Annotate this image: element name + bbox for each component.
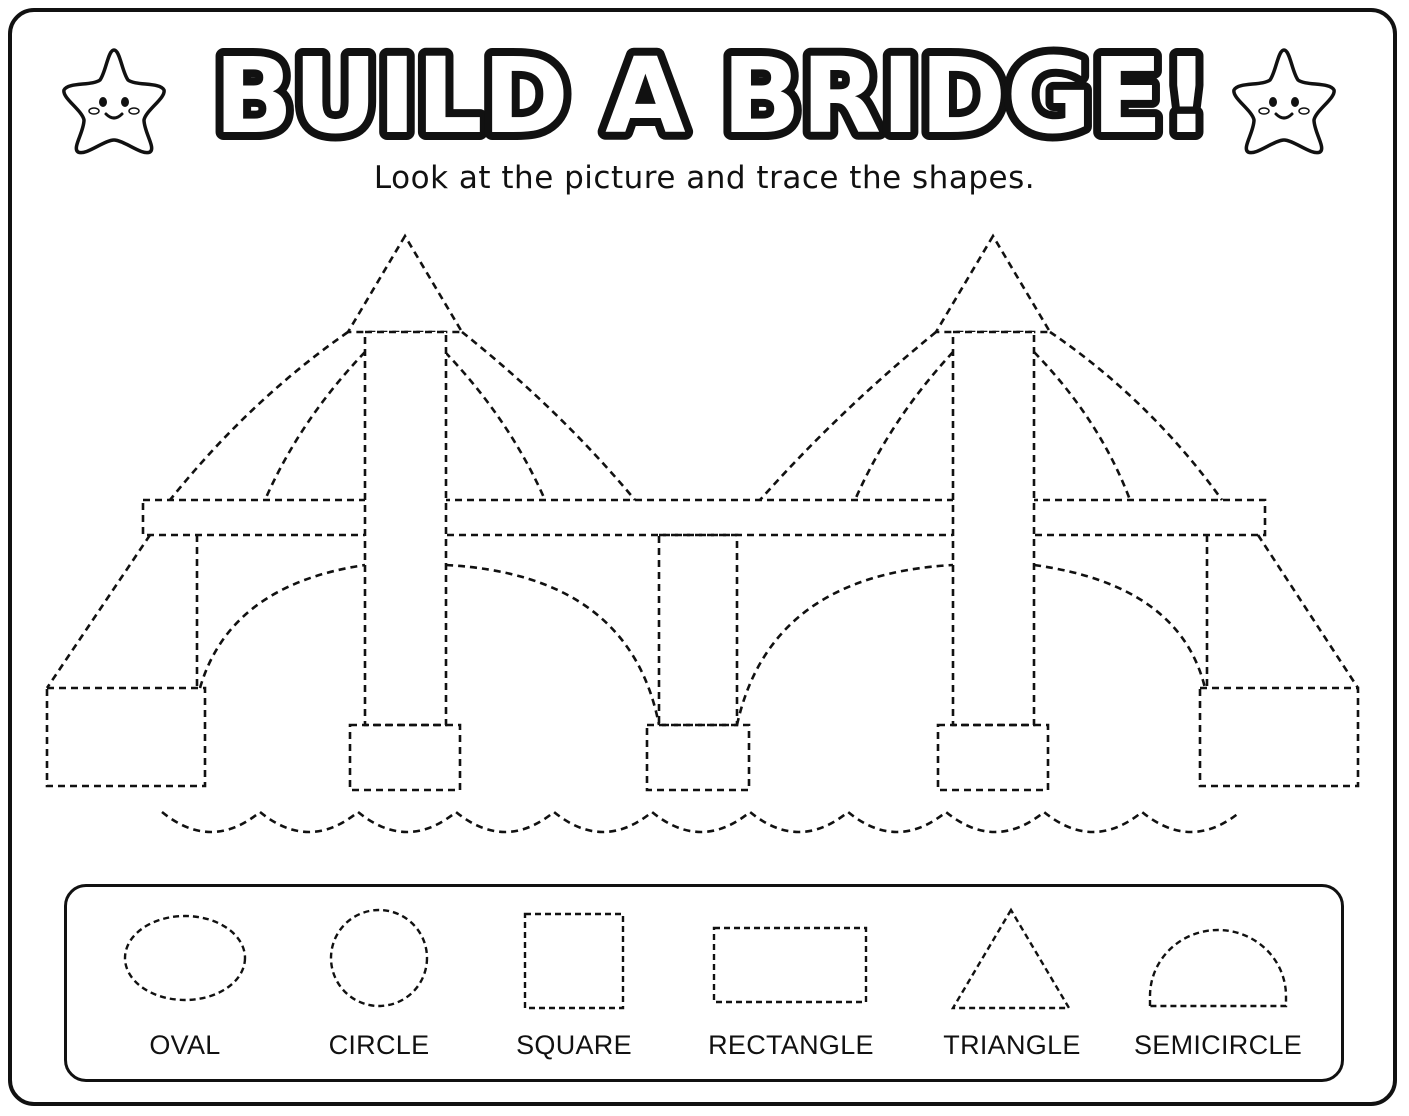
shape-label-semicircle: SEMICIRCLE [1133, 1030, 1303, 1060]
left-right-cable-inner [444, 351, 547, 501]
square-icon [523, 912, 625, 1010]
instructions-text: Look at the picture and trace the shapes… [373, 160, 1036, 196]
shape-label-rectangle: RECTANGLE [708, 1030, 874, 1060]
middle-pillar-base-square [645, 723, 751, 792]
circle-icon [329, 908, 429, 1008]
oval-icon [123, 914, 247, 1002]
title-fill: BUILD A BRIDGE! [214, 35, 1210, 157]
left-ramp-diagonal [45, 534, 152, 689]
bridge-deck-rectangle [141, 498, 1267, 537]
smiling-star-icon [1232, 48, 1336, 155]
right-tower-rectangle [951, 330, 1036, 727]
shape-label-triangle: TRIANGLE [943, 1030, 1081, 1060]
shape-legend [64, 884, 1344, 1082]
arch-left-center [445, 563, 661, 726]
left-tower-rectangle [363, 330, 448, 727]
right-ramp-diagonal [1256, 534, 1360, 689]
shape-label-oval: OVAL [149, 1030, 221, 1060]
arch-right [1033, 563, 1207, 689]
right-inner-cable [1033, 351, 1132, 501]
right-outer-cable [1049, 330, 1224, 501]
worksheet-frame [8, 8, 1397, 1106]
left-tower-base-square [348, 723, 462, 792]
shape-label-circle: CIRCLE [328, 1030, 430, 1060]
semicircle-icon [1148, 928, 1288, 1008]
left-outer-cable [168, 330, 349, 501]
rectangle-icon [712, 926, 868, 1004]
water-waves [161, 810, 1241, 834]
worksheet-title: BUILD A BRIDGE! BUILD A BRIDGE! [206, 27, 1218, 160]
shape-label-square: SQUARE [516, 1030, 632, 1060]
arch-right-center [735, 563, 954, 726]
title-outline: BUILD A BRIDGE! [214, 35, 1210, 157]
right-left-cable-outer [759, 330, 937, 501]
left-ramp-base [45, 686, 207, 788]
triangle-icon [950, 907, 1072, 1010]
right-tower-base-square [936, 723, 1050, 792]
left-right-cable-outer [461, 330, 636, 501]
left-inner-cable [263, 351, 366, 501]
arch-left [198, 563, 366, 689]
right-ramp-base [1198, 686, 1360, 788]
right-left-cable-inner [853, 351, 954, 501]
smiling-star-icon [62, 48, 166, 155]
